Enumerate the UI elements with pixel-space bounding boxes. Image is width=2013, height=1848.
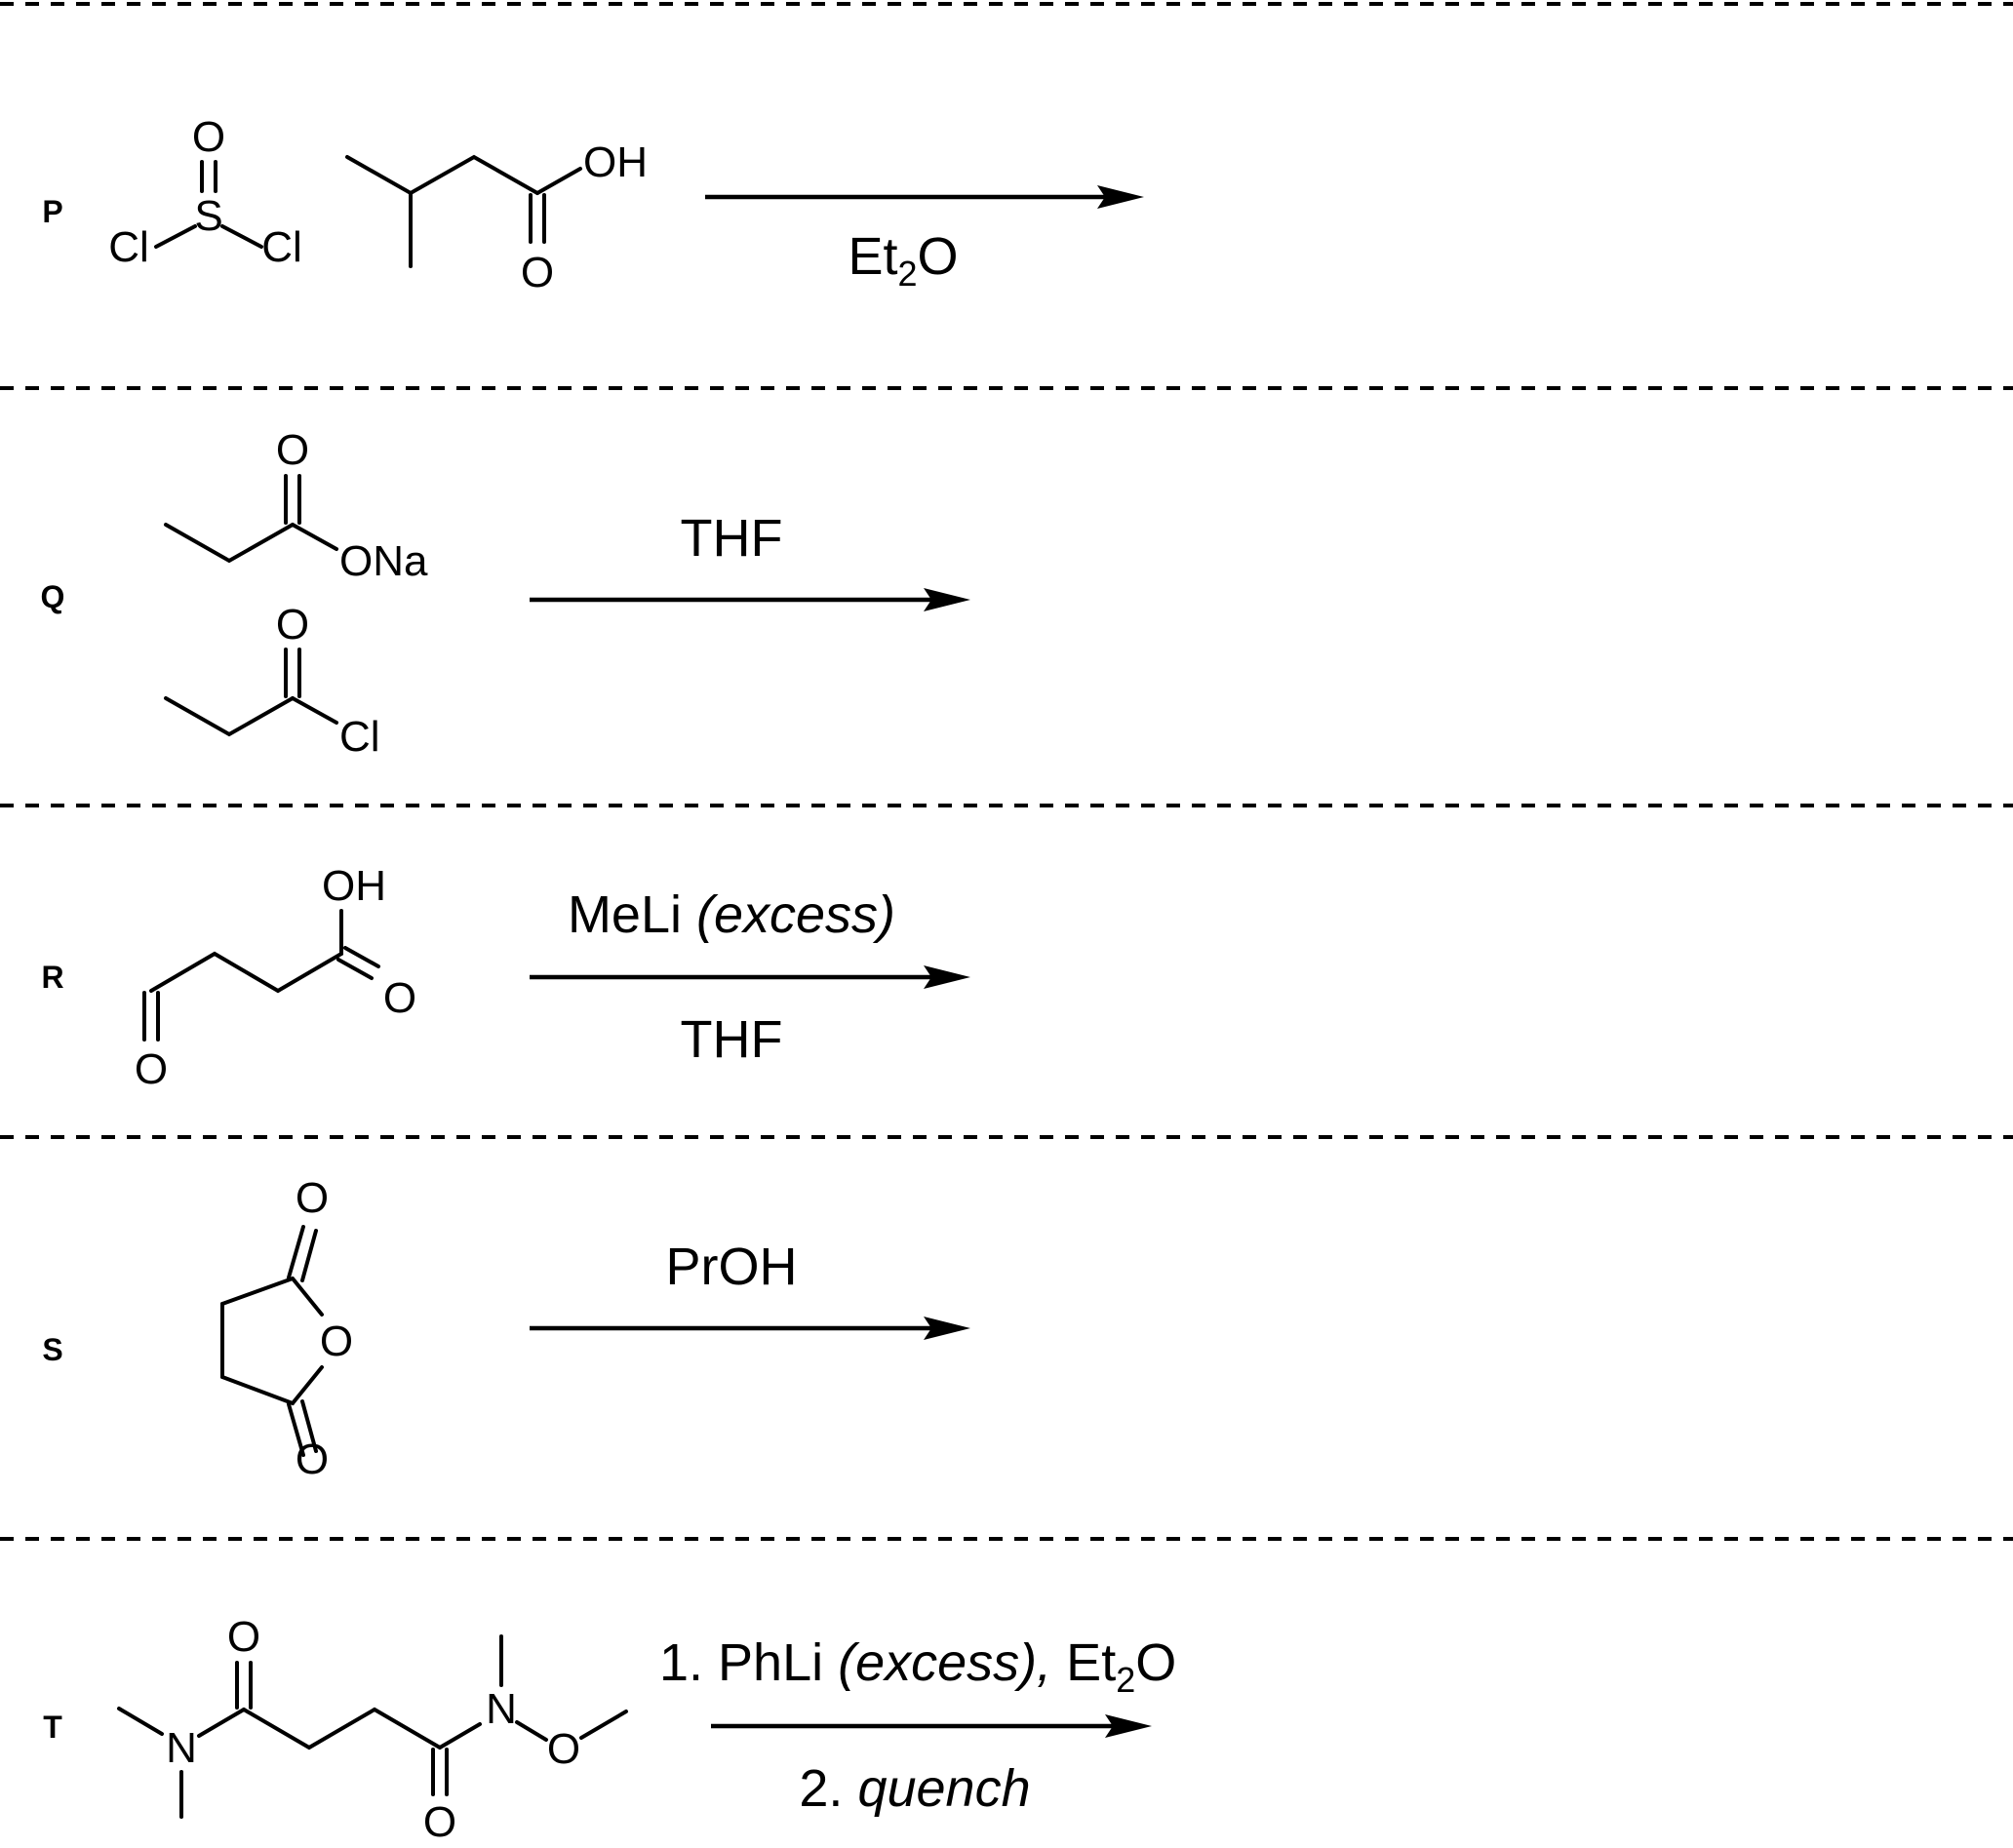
propanoyl-chloride-structure: O Cl bbox=[164, 601, 380, 761]
atom-n: N bbox=[166, 1724, 197, 1772]
conditions-below-p: Et2O bbox=[848, 227, 958, 294]
reaction-label-t: T bbox=[43, 1710, 62, 1745]
bond bbox=[291, 523, 338, 551]
isovaleric-acid-structure: OH O bbox=[345, 138, 648, 296]
atom-o: O bbox=[227, 1613, 260, 1661]
bond bbox=[343, 946, 380, 968]
reaction-label-r: R bbox=[41, 960, 63, 995]
conditions-above-t: 1. PhLi (excess), Et2O bbox=[659, 1633, 1176, 1700]
carbon-chain bbox=[149, 951, 343, 994]
reaction-arrow-s bbox=[530, 1317, 970, 1340]
bond bbox=[291, 696, 338, 725]
atom-o: O bbox=[423, 1798, 456, 1843]
bond bbox=[291, 1365, 324, 1405]
reaction-label-q: Q bbox=[41, 579, 65, 614]
bond bbox=[291, 1277, 324, 1317]
bond bbox=[579, 1710, 628, 1740]
bond bbox=[287, 1225, 305, 1279]
bond bbox=[535, 167, 582, 195]
atom-cl: Cl bbox=[261, 223, 302, 271]
atom-o: O bbox=[383, 974, 416, 1022]
bond bbox=[220, 224, 263, 249]
atom-o: O bbox=[135, 1045, 168, 1093]
reaction-arrow-p bbox=[705, 185, 1144, 209]
bond bbox=[220, 1277, 295, 1306]
carbon-chain bbox=[345, 154, 539, 196]
bond bbox=[220, 1375, 295, 1405]
conditions-above-s: PrOH bbox=[666, 1238, 798, 1296]
bond bbox=[300, 1229, 318, 1282]
conditions-below-t: 2. quench bbox=[799, 1759, 1030, 1818]
bond bbox=[515, 1720, 548, 1742]
atom-oh: OH bbox=[583, 138, 648, 186]
reaction-p: P O S Cl Cl OH O Et2O bbox=[42, 113, 1144, 296]
reaction-label-s: S bbox=[42, 1332, 62, 1367]
atom-ona: ONa bbox=[339, 537, 428, 585]
atom-s: S bbox=[194, 192, 222, 240]
succinic-anhydride-structure: O O O bbox=[220, 1174, 353, 1483]
conditions-below-r: THF bbox=[681, 1010, 783, 1069]
carbon-chain bbox=[164, 696, 295, 737]
atom-o: O bbox=[296, 1174, 329, 1222]
reaction-arrow-q bbox=[530, 588, 970, 611]
weinreb-amide-structure: N O O N O bbox=[117, 1613, 628, 1846]
atom-oh: OH bbox=[322, 862, 386, 910]
bond bbox=[438, 1722, 482, 1750]
atom-cl: Cl bbox=[339, 713, 380, 761]
reaction-r: R OH O O MeLi (excess) THF bbox=[41, 862, 970, 1093]
reaction-arrow-t bbox=[711, 1714, 1152, 1738]
reaction-arrow-r bbox=[530, 965, 970, 989]
reaction-s: S O O O PrOH bbox=[42, 1174, 970, 1483]
atom-o: O bbox=[521, 249, 554, 296]
atom-o: O bbox=[276, 426, 309, 474]
carbon-chain bbox=[164, 523, 295, 564]
bond bbox=[287, 1402, 305, 1457]
bond bbox=[117, 1707, 164, 1736]
atom-o: O bbox=[192, 113, 225, 161]
reaction-label-p: P bbox=[42, 194, 62, 229]
bond bbox=[336, 958, 374, 980]
thionyl-chloride-structure: O S Cl Cl bbox=[108, 113, 302, 271]
sodium-propanoate-structure: O ONa bbox=[164, 426, 428, 585]
atom-o: O bbox=[547, 1725, 580, 1773]
bond bbox=[154, 224, 197, 249]
atom-o: O bbox=[320, 1317, 353, 1365]
bond bbox=[300, 1399, 318, 1453]
atom-cl: Cl bbox=[108, 223, 149, 271]
reaction-q: Q O ONa O Cl THF bbox=[41, 426, 970, 761]
atom-o: O bbox=[296, 1435, 329, 1483]
conditions-above-q: THF bbox=[681, 509, 783, 568]
atom-n: N bbox=[486, 1685, 517, 1733]
conditions-above-r: MeLi (excess) bbox=[568, 885, 895, 944]
reaction-t: T N O O N O 1. PhLi (excess), Et2O 2. qu… bbox=[43, 1613, 1176, 1846]
succinic-semialdehyde-structure: OH O O bbox=[135, 862, 416, 1093]
carbon-chain bbox=[242, 1707, 442, 1750]
atom-o: O bbox=[276, 601, 309, 649]
bond bbox=[197, 1708, 246, 1738]
